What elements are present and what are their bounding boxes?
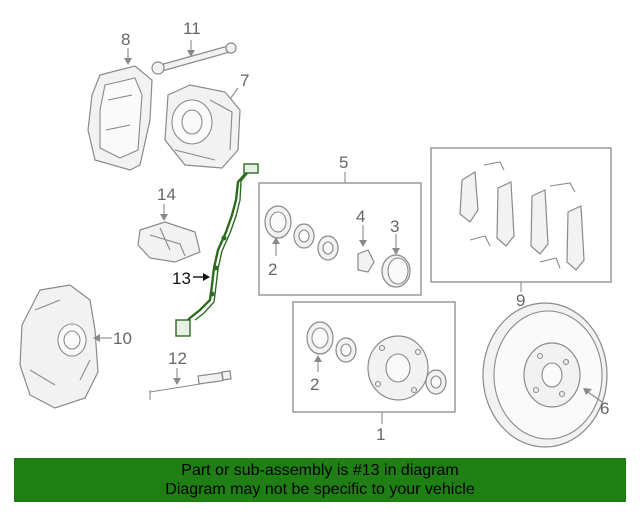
part-13-wear-sensor[interactable]: [175, 163, 259, 337]
callout-12[interactable]: 12: [168, 349, 187, 368]
part-10-splash-shield[interactable]: [19, 284, 112, 409]
box-9-group[interactable]: [430, 147, 612, 292]
box-1-group[interactable]: [292, 301, 456, 424]
callout-1[interactable]: 1: [376, 425, 385, 444]
box-5-group[interactable]: [258, 172, 422, 296]
info-banner: Part or sub-assembly is #13 in diagram D…: [14, 458, 626, 502]
callout-5[interactable]: 5: [339, 153, 348, 172]
callout-4[interactable]: 4: [356, 207, 365, 226]
callout-6[interactable]: 6: [600, 399, 609, 418]
part-12-sensor[interactable]: [149, 368, 232, 400]
part-7-caliper[interactable]: [164, 84, 241, 169]
callout-3[interactable]: 3: [390, 217, 399, 236]
banner-line-1: Part or sub-assembly is #13 in diagram: [181, 462, 459, 479]
callout-7[interactable]: 7: [240, 71, 249, 90]
callout-9[interactable]: 9: [516, 291, 525, 310]
callout-10[interactable]: 10: [113, 329, 132, 348]
part-11-bolt[interactable]: [151, 40, 237, 75]
part-14-bracket[interactable]: [137, 204, 201, 263]
banner-line-2: Diagram may not be specific to your vehi…: [165, 481, 475, 498]
callout-11[interactable]: 11: [183, 19, 201, 38]
part-6-rotor[interactable]: [482, 302, 608, 448]
callout-13[interactable]: 13: [172, 269, 191, 288]
part-8-caliper-bracket[interactable]: [87, 48, 153, 171]
callout-2b[interactable]: 2: [310, 375, 319, 394]
parts-diagram: 11 8 7 14 13: [19, 19, 612, 448]
callout-2a[interactable]: 2: [268, 260, 277, 279]
callout-14[interactable]: 14: [157, 185, 176, 204]
callout-8[interactable]: 8: [121, 30, 130, 49]
